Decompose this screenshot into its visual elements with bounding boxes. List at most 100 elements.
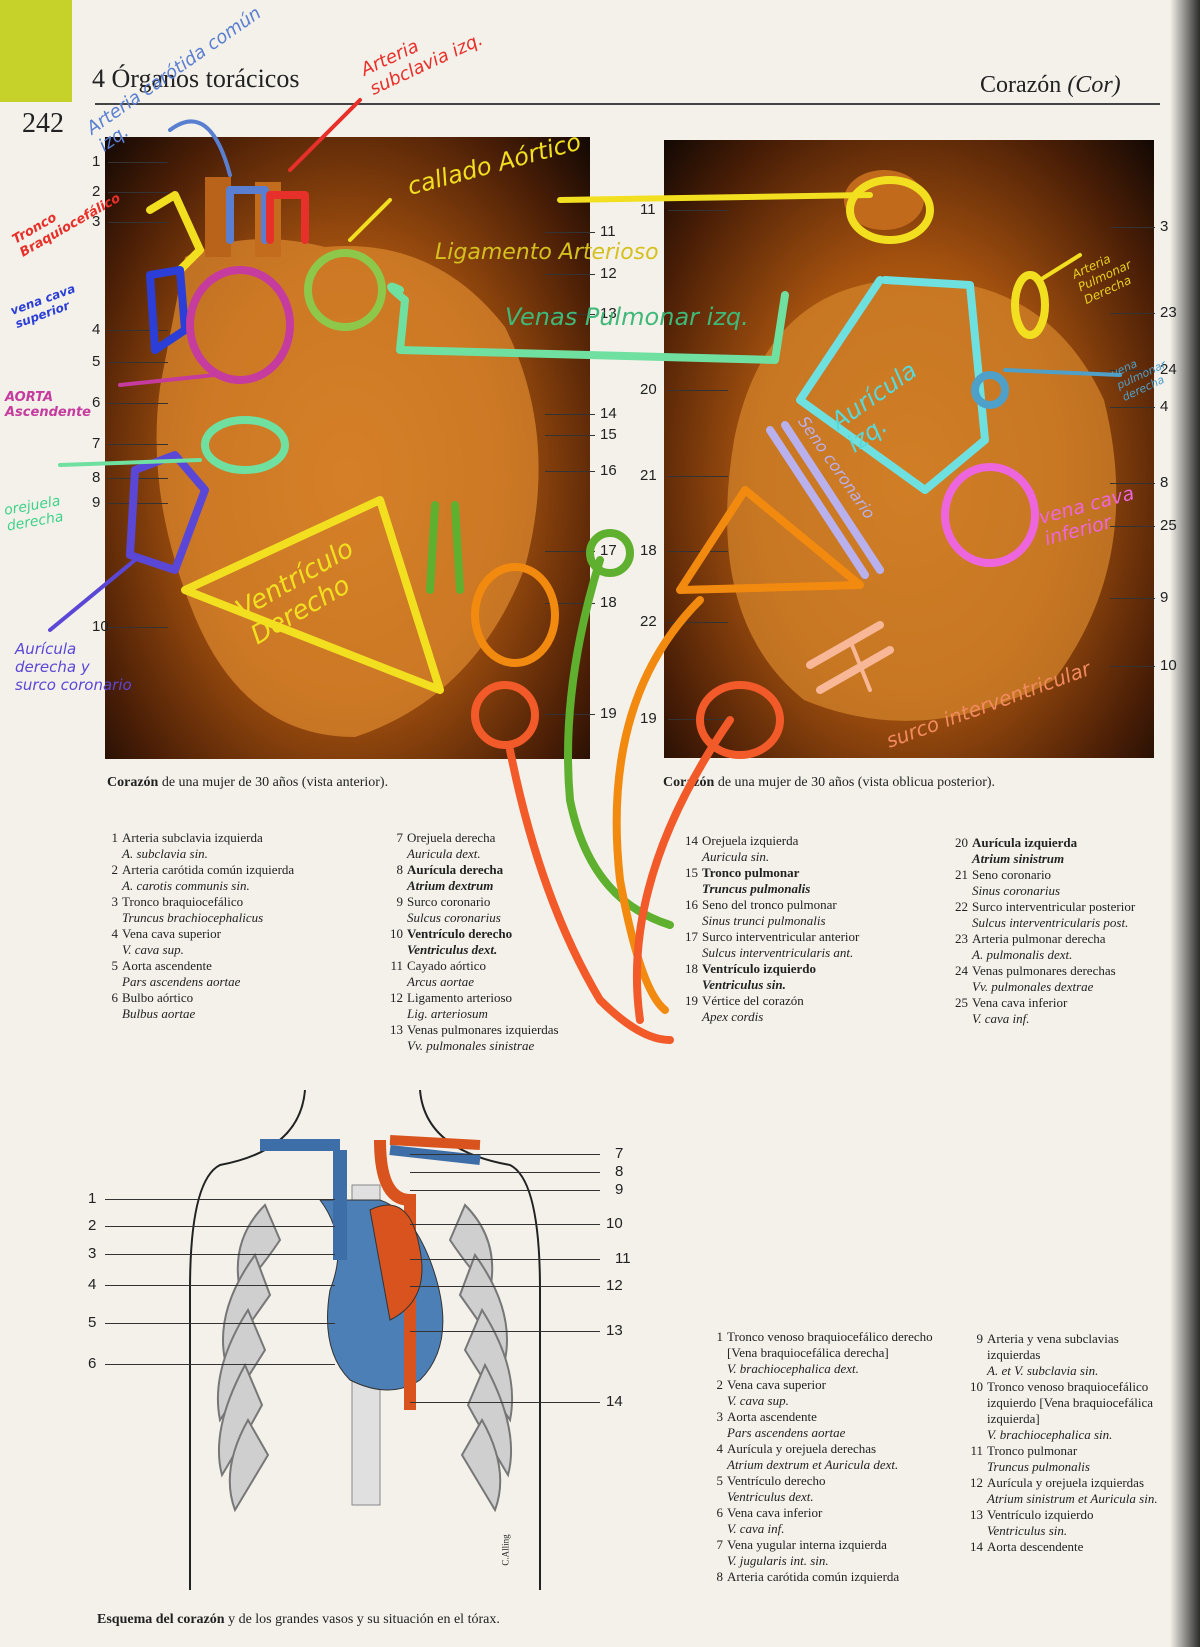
legend-number: 12 [970,1475,983,1490]
legend-term-latin: A. carotis communis sin. [122,878,250,893]
legend-number: 2 [111,862,119,877]
scan-shadow-edge [1170,0,1200,1647]
leader-line [1110,598,1155,599]
legend-term-latin: Bulbus aortae [122,1006,196,1021]
legend-number: 16 [685,897,698,912]
leader-line [108,444,168,445]
note-aorta-asc: AORTA Ascendente [5,390,91,420]
leader-line [545,314,595,315]
legend-term-es: Cayado aórtico [407,958,487,973]
legend-number: 7 [716,1537,724,1552]
legend-term-es: Bulbo aórtico [122,990,194,1005]
photo1-caption: Corazón de una mujer de 30 años (vista a… [107,775,389,790]
note-auricula-der: Aurícula derecha y surco coronario [15,640,132,694]
leader-number: 19 [640,710,657,727]
legend-term-latin: Sinus trunci pulmonalis [702,913,826,928]
leader-number: 4 [1160,398,1169,415]
leader-number: 8 [1160,474,1169,491]
leader-line [108,222,168,223]
legend-term-latin: V. cava inf. [727,1521,785,1536]
legend-number: 10 [970,1379,983,1394]
leader-line [1110,666,1155,667]
leader-number: 6 [88,1355,97,1372]
legend-term-es: Seno coronario [972,867,1052,882]
legend-term-latin: A. subclavia sin. [122,846,208,861]
leader-number: 19 [600,705,617,722]
leader-number: 2 [92,183,101,200]
legend-term-es: Vértice del corazón [702,993,804,1008]
leader-line [410,1402,600,1403]
legend-term-es: Tronco braquiocefálico [122,894,244,909]
legend-term-es: Ligamento arterioso [407,990,513,1005]
legend-number: 1 [716,1329,724,1344]
leader-line [108,627,168,628]
leader-number: 18 [640,542,657,559]
legend-number: 3 [111,894,119,909]
legend-term-latin: Ventriculus sin. [702,977,786,992]
leader-number: 15 [600,426,617,443]
leader-line [1110,227,1155,228]
leader-number: 3 [88,1245,97,1262]
thorax-drawing [189,1089,541,1590]
legend-term-latin: A. et V. subclavia sin. [987,1363,1099,1378]
legend-number: 24 [955,963,968,978]
legend-term-latin: Atrium sinistrum et Auricula sin. [987,1491,1158,1506]
legend-term-es: Aorta ascendente [122,958,212,973]
legend-term-es: Tronco pulmonar [702,865,800,880]
schematic-caption: Esquema del corazón y de los grandes vas… [97,1612,500,1627]
leader-number: 11 [600,223,616,240]
leader-number: 22 [640,613,657,630]
legend-number: 4 [111,926,119,941]
leader-number: 11 [640,201,656,218]
leader-number: 3 [1160,218,1169,235]
legend-term-es: Seno del tronco pulmonar [702,897,837,912]
topic-title: Corazón (Cor) [980,72,1121,98]
leader-number: 5 [92,353,101,370]
leader-number: 8 [92,469,101,486]
legend-number: 9 [976,1331,984,1346]
leader-line [410,1224,600,1225]
legend-term-es: Vena cava inferior [727,1505,823,1520]
legend-number: 5 [111,958,119,973]
leader-line [545,551,595,552]
legend-term-es: Ventrículo derecho [407,926,513,941]
leader-number: 13 [600,305,617,322]
leader-line [105,1226,335,1227]
legend-number: 13 [970,1507,983,1522]
legend-term-es: Venas pulmonares izquierdas [407,1022,559,1037]
legend-term-latin: Ventriculus sin. [987,1523,1068,1538]
leader-number: 21 [640,467,657,484]
leader-line [1110,313,1155,314]
leader-number: 10 [1160,657,1177,674]
leader-line [108,192,168,193]
leader-line [105,1254,335,1255]
leader-line [668,210,728,211]
legend-term-latin: Arcus aortae [407,974,475,989]
legend-term-latin: Atrium dextrum [407,878,494,893]
leader-line [1110,483,1155,484]
leader-line [410,1154,600,1155]
legend-term-latin: Atrium dextrum et Auricula dext. [727,1457,899,1472]
leader-line [668,551,728,552]
leader-number: 3 [92,213,101,230]
legend-term-latin: A. pulmonalis dext. [972,947,1073,962]
